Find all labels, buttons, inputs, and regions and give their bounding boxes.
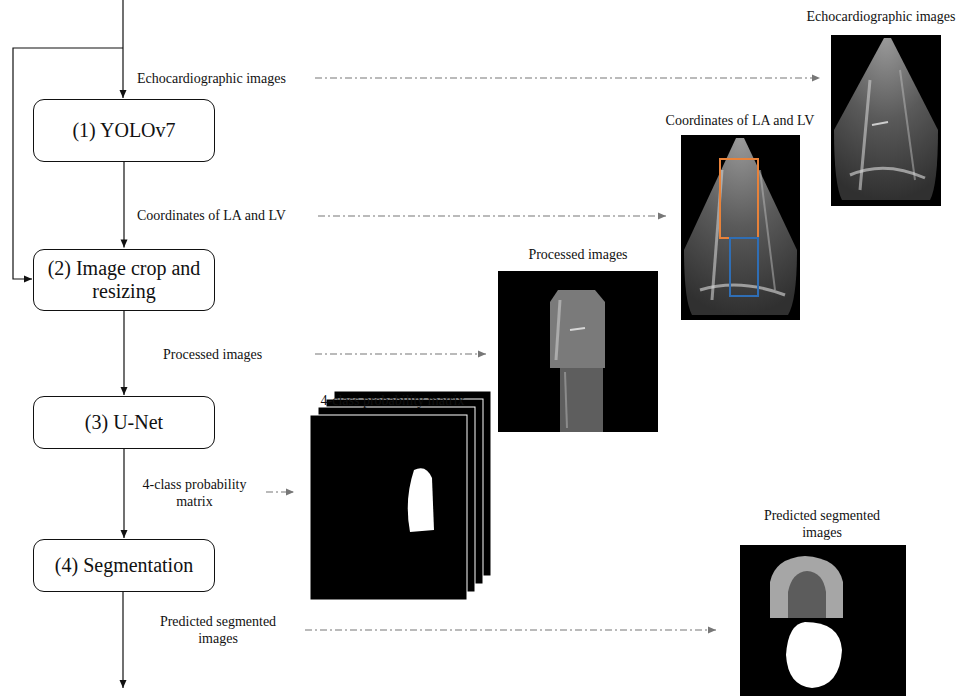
echo-image	[831, 35, 941, 206]
probability-stack	[408, 468, 434, 532]
flow-arrow	[123, 311, 124, 396]
echo-image	[872, 122, 888, 125]
leader-arrows	[315, 77, 820, 78]
processed-image	[560, 368, 603, 432]
probability-stack	[310, 391, 491, 600]
echo-image	[831, 35, 941, 206]
process-box: (2) Image crop and resizing	[33, 249, 215, 311]
detection-image	[681, 135, 800, 320]
leader-arrows	[318, 215, 666, 216]
detection-image	[684, 138, 797, 315]
segmented-image	[740, 545, 906, 696]
echo-image	[860, 80, 870, 190]
probability-stack	[310, 415, 467, 600]
image-title: 4-class probability matrix	[300, 392, 485, 409]
process-box: (1) YOLOv7	[33, 99, 215, 162]
detection-image	[760, 170, 775, 290]
detection-image	[700, 285, 785, 295]
segmented-image	[788, 571, 826, 618]
detection-image	[720, 159, 758, 238]
output-line	[122, 592, 123, 688]
process-box: (3) U-Net	[33, 396, 215, 449]
detection-image	[681, 135, 800, 320]
input-line	[122, 0, 123, 98]
box-label: (2) Image crop and resizing	[34, 253, 214, 307]
image-title: Predicted segmented images	[752, 507, 892, 541]
echo-image	[834, 38, 938, 200]
processed-image	[498, 271, 658, 432]
segmented-image	[786, 622, 842, 688]
processed-image	[550, 290, 605, 368]
image-title: Echocardiographic images	[800, 8, 962, 25]
image-title: Coordinates of LA and LV	[655, 112, 825, 129]
box-label: (4) Segmentation	[45, 550, 203, 581]
edge-label: Processed images	[163, 346, 262, 363]
image-title: Processed images	[500, 246, 656, 263]
segmented-image	[740, 545, 906, 696]
processed-image	[556, 300, 560, 360]
processed-image	[565, 372, 567, 428]
leader-arrows	[305, 629, 716, 630]
edge-label: Coordinates of LA and LV	[137, 207, 286, 224]
processed-image	[498, 271, 658, 432]
echo-image	[900, 70, 915, 180]
box-label: (3) U-Net	[75, 407, 173, 438]
box-label: (1) YOLOv7	[62, 115, 185, 146]
leader-arrows	[315, 353, 486, 354]
flow-arrow	[123, 449, 124, 538]
echo-image	[850, 168, 925, 178]
leader-arrows	[266, 491, 294, 492]
bypass-line	[13, 48, 123, 279]
flow-label: Echocardiographic images	[137, 70, 286, 87]
leader-arrows	[266, 78, 820, 630]
processed-image	[570, 328, 585, 330]
segmented-image	[770, 556, 843, 618]
flow-arrow	[123, 162, 124, 248]
flow-label: Predicted segmented images	[143, 613, 293, 647]
detection-image	[730, 238, 758, 296]
process-box: (4) Segmentation	[33, 539, 215, 592]
edge-label: 4-class probability matrix	[132, 476, 257, 510]
